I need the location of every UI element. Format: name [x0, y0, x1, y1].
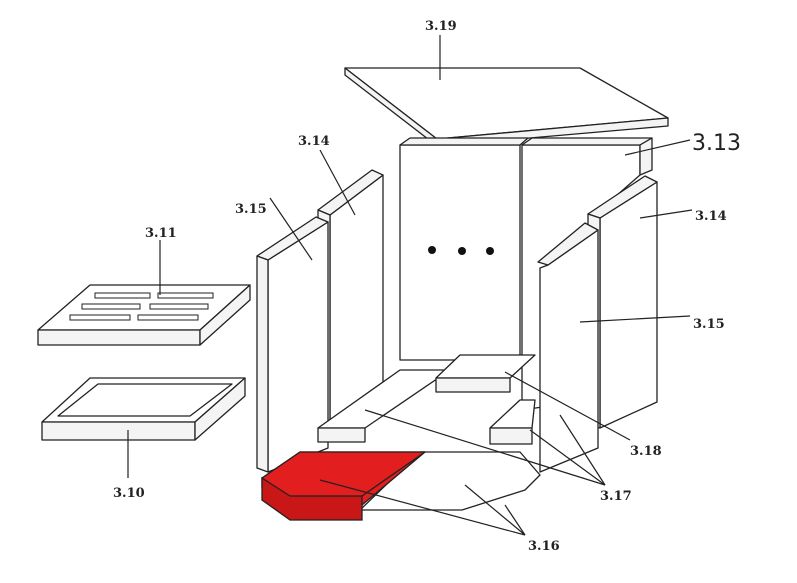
part-ash-tray — [41, 377, 246, 441]
part-floor-front-highlighted — [261, 451, 426, 521]
label-ash-tray: 3.10 — [113, 486, 145, 501]
label-right-side-back: 3.14 — [695, 209, 727, 224]
part-left-side-front — [256, 216, 329, 473]
label-grate: 3.11 — [145, 226, 177, 241]
label-back-wall: 3.13 — [692, 131, 741, 156]
label-floor-rear: 3.18 — [630, 444, 662, 459]
part-grate — [37, 284, 251, 346]
leader-lines — [127, 35, 693, 536]
label-left-side-back: 3.14 — [298, 134, 330, 149]
label-floor-strips: 3.17 — [600, 489, 632, 504]
label-top-plate: 3.19 — [425, 19, 457, 34]
part-top-plate — [344, 67, 669, 147]
label-left-side-front: 3.15 — [235, 202, 267, 217]
label-floor-front: 3.16 — [528, 539, 560, 554]
label-right-side-front: 3.15 — [693, 317, 725, 332]
part-right-side-front — [537, 222, 599, 473]
